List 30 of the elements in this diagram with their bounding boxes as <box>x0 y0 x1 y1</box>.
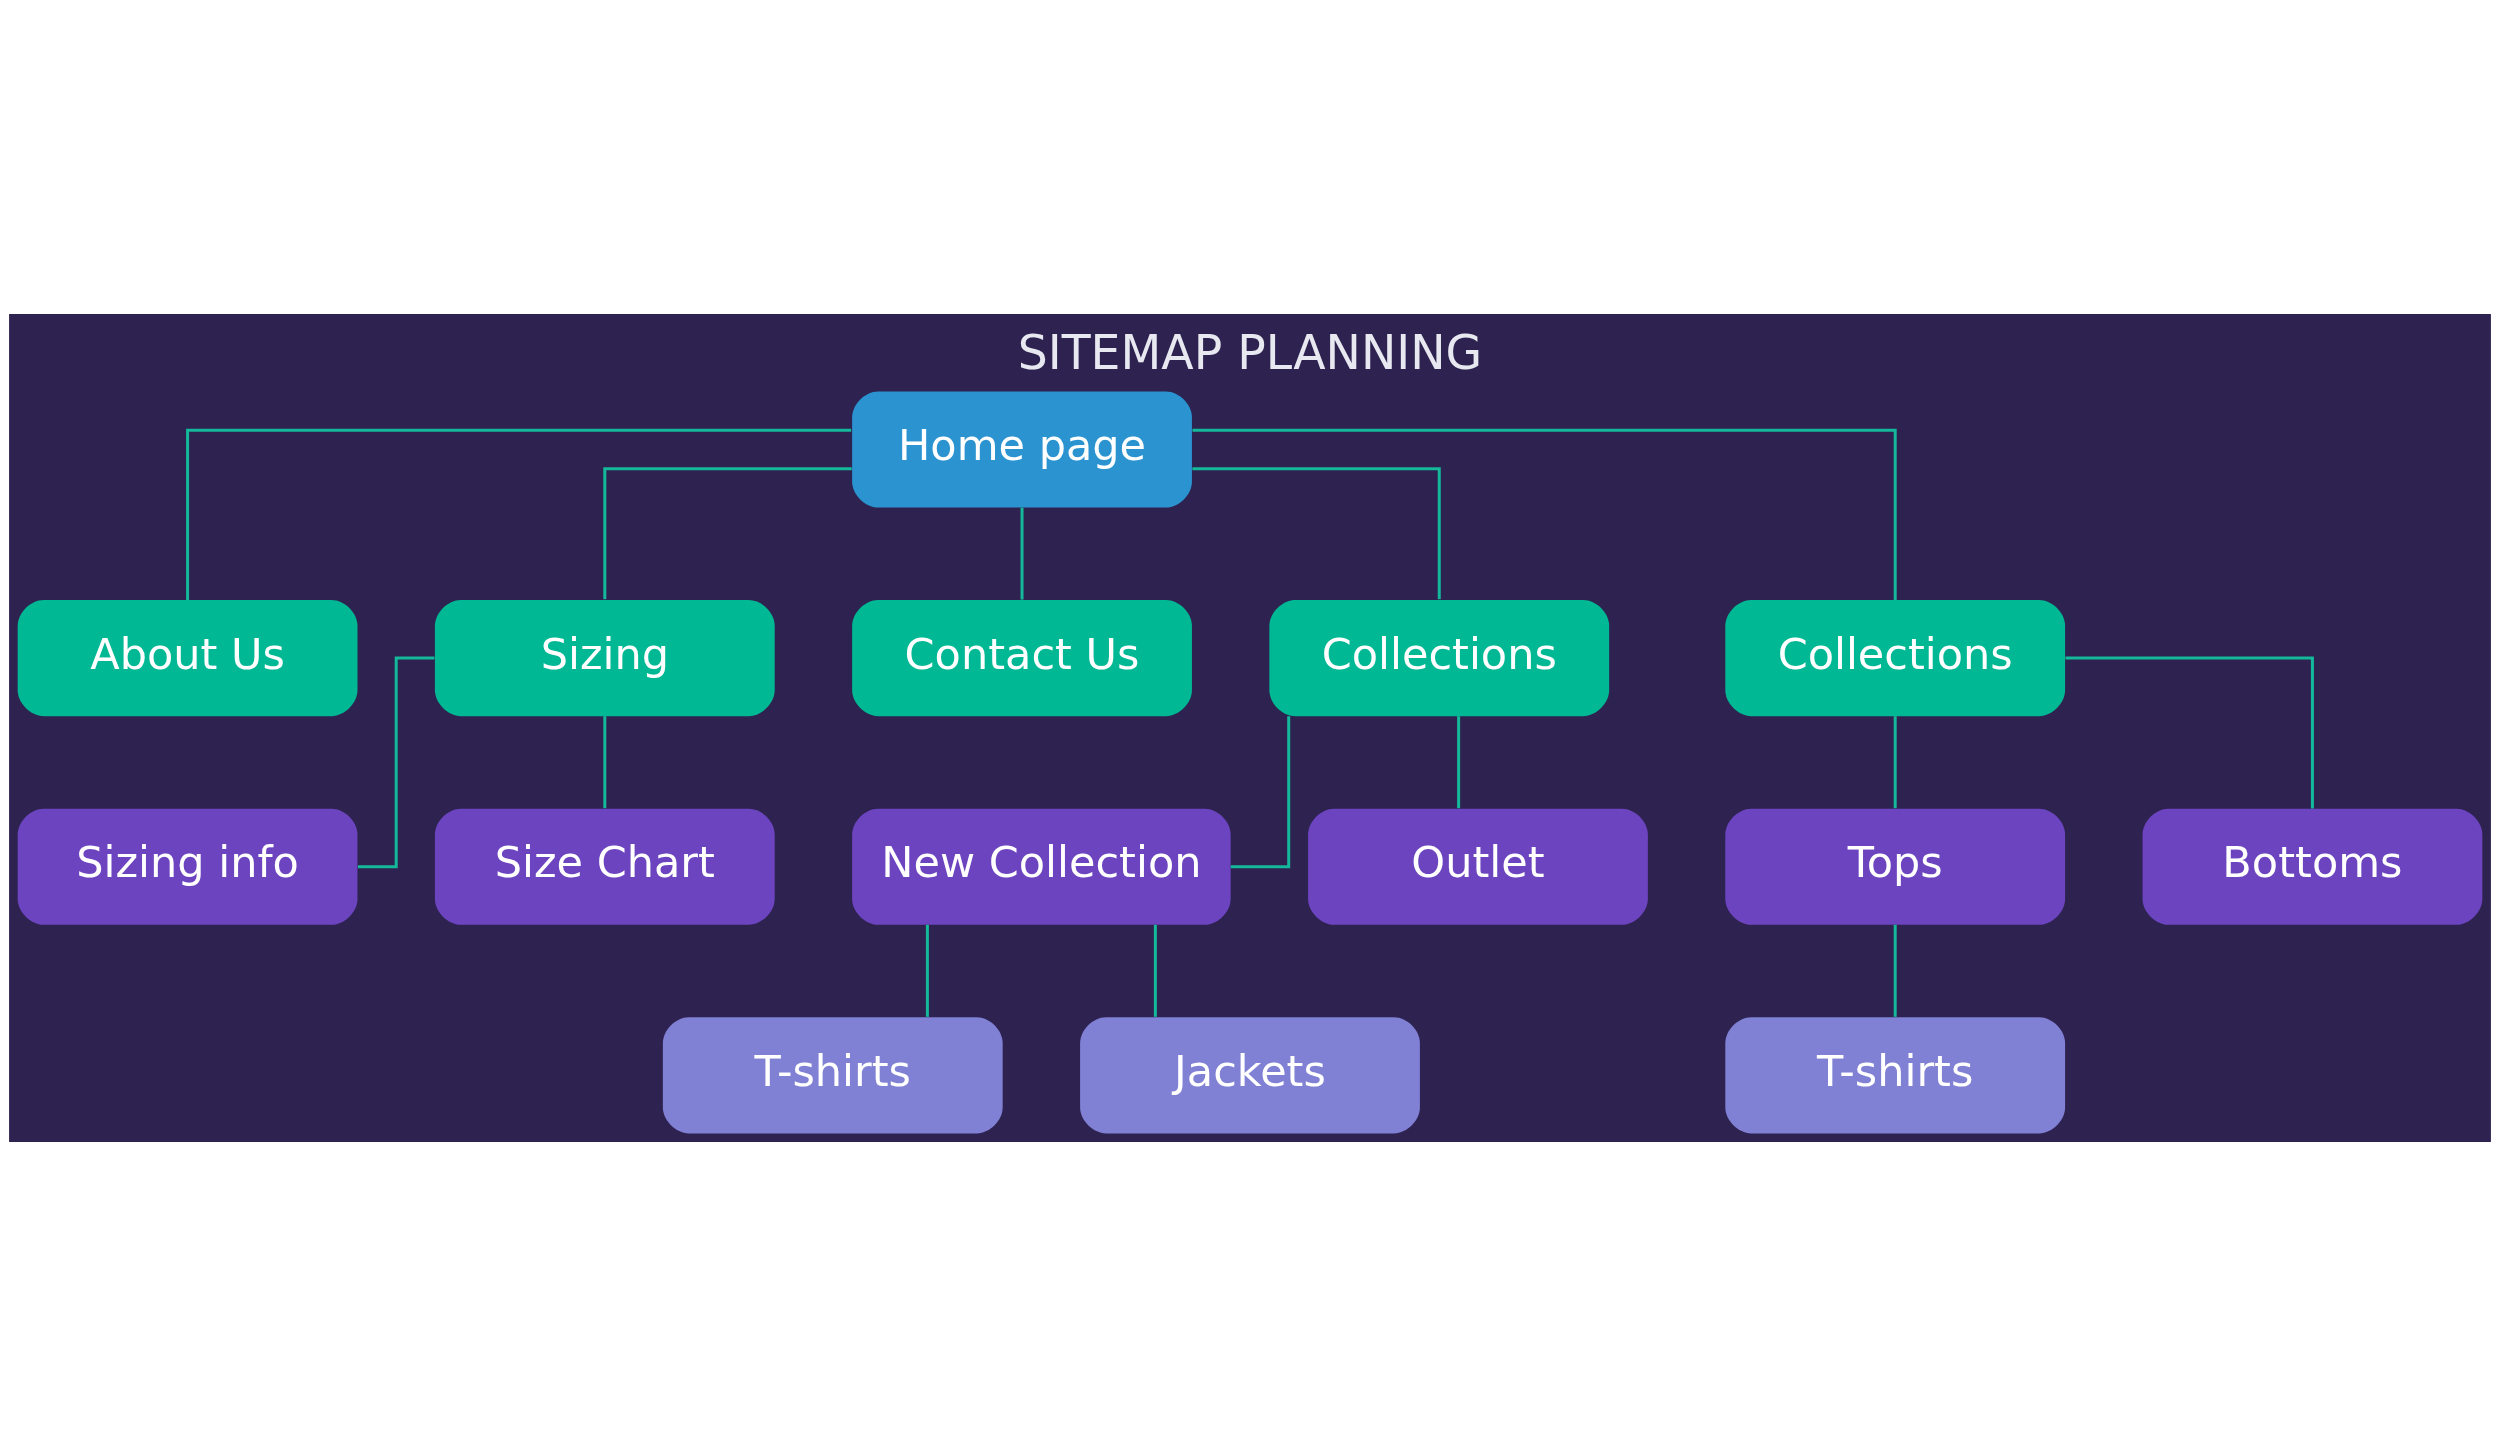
connector <box>603 715 607 808</box>
node-box: About Us <box>17 599 358 716</box>
connector <box>603 466 852 599</box>
node-box: Bottoms <box>2142 808 2483 925</box>
node-box: T-shirts <box>662 1016 1003 1133</box>
connector <box>1192 466 1441 599</box>
connector <box>1230 715 1291 868</box>
connector <box>2065 656 2314 809</box>
node-box: Tops <box>1725 808 2066 925</box>
node-box: Contact Us <box>852 599 1192 716</box>
node-box: Sizing <box>434 599 775 716</box>
node-box: T-shirts <box>1725 1016 2066 1133</box>
node-box: Home page <box>852 390 1192 508</box>
connector <box>925 924 929 1017</box>
node-box: Jackets <box>1080 1016 1420 1133</box>
connector <box>357 656 435 868</box>
connector <box>1893 924 1897 1017</box>
node-box: Outlet <box>1308 808 1648 925</box>
connector <box>1893 715 1897 808</box>
connector <box>1192 428 1897 600</box>
node-box: Size Chart <box>434 808 775 925</box>
diagram-title: SITEMAP PLANNING <box>1017 324 1483 380</box>
connector <box>1153 924 1157 1017</box>
node-box: Collections <box>1269 599 1610 716</box>
node-box: Sizing info <box>17 808 358 925</box>
connector <box>1020 507 1024 600</box>
node-box: New Collection <box>852 808 1231 925</box>
connector <box>1457 715 1461 808</box>
node-box: Collections <box>1725 599 2066 716</box>
connector <box>186 428 852 600</box>
